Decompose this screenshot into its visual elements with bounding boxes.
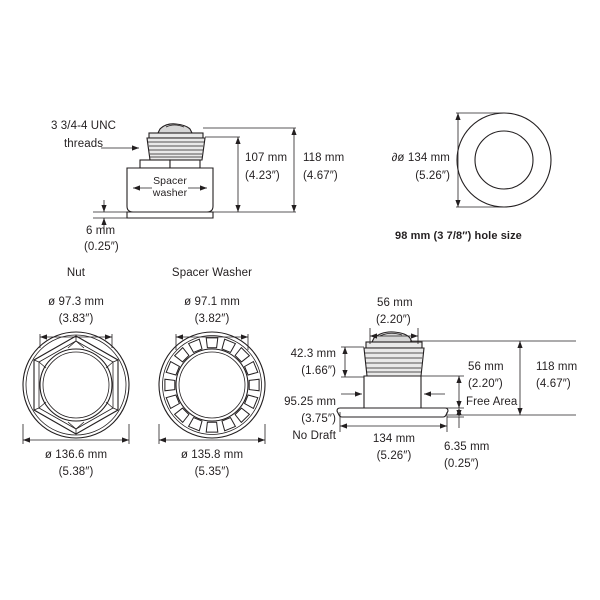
callout-threads-line1: 3 3/4-4 UNC [51,120,117,132]
callout-threads-line2: threads [64,138,104,150]
dim-no-draft-in: (3.75″) [301,413,336,425]
dim-free-area-in: (2.20″) [468,378,503,390]
spacer-washer-callout-line2: washer [152,187,188,199]
spacer-washer-title: Spacer Washer [171,267,253,279]
dim-no-draft-note: No Draft [292,430,336,442]
dim-assembly-top-width-in: (2.20″) [376,314,411,326]
dim-thread-length-in: (1.66″) [301,365,336,377]
dim-height-outer-in: (4.67″) [303,170,338,182]
dim-flange-in: (0.25″) [444,458,479,470]
dim-free-area-mm: 56 mm [468,361,504,373]
dim-total-height-mm: 118 mm [536,361,578,373]
view-assembly-section [336,328,576,432]
hole-size-note: 98 mm (3 7/8″) hole size [395,230,522,242]
dim-washer-outer-in: (5.35″) [194,466,230,478]
dim-bottom-mm: 6 mm [86,225,116,237]
dim-nut-outer-mm: ø 136.6 mm [44,449,108,461]
dim-flange-mm: 6.35 mm [444,441,490,453]
dim-total-height-in: (4.67″) [536,378,571,390]
dim-bottom-in: (0.25″) [84,241,119,253]
dim-nut-inner-mm: ø 97.3 mm [48,296,104,308]
spacer-washer-callout-line1: Spacer [153,175,187,187]
view-hull-hole [455,112,552,208]
dim-washer-inner-mm: ø 97.1 mm [184,296,240,308]
dim-assembly-top-width-mm: 56 mm [377,297,413,309]
dim-nut-inner-in: (3.83″) [58,313,94,325]
dim-thread-length-mm: 42.3 mm [290,348,336,360]
view-transducer-side [93,123,297,231]
dim-height-outer-mm: 118 mm [303,152,345,164]
dim-free-area-note: Free Area [466,396,518,408]
view-spacer-washer [158,331,266,444]
dim-height-inner-mm: 107 mm [245,152,288,164]
dim-hole-diameter-in: (5.26″) [415,170,450,182]
dim-nut-outer-in: (5.38″) [58,466,94,478]
dim-hole-diameter-mm: ∂ø 134 mm [391,152,450,164]
dim-washer-inner-in: (3.82″) [194,313,230,325]
dim-no-draft-mm: 95.25 mm [284,396,336,408]
dim-washer-outer-mm: ø 135.8 mm [180,449,244,461]
view-nut [22,331,130,444]
nut-title: Nut [66,267,86,279]
dim-base-width-in: (5.26″) [376,450,412,462]
dim-base-width-mm: 134 mm [372,433,416,445]
dim-height-inner-in: (4.23″) [245,170,280,182]
